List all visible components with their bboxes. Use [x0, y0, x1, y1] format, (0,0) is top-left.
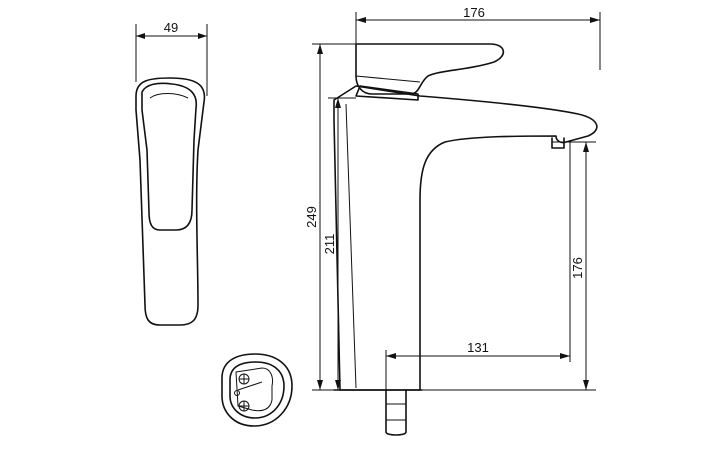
side-view-handle — [141, 82, 198, 231]
front-view-body-spout — [333, 85, 598, 391]
front-view-aerator — [551, 137, 565, 149]
dim-label-side-width: 49 — [164, 20, 178, 35]
top-view-mount-plate — [235, 367, 273, 412]
side-view-handle-crease — [149, 93, 189, 99]
dim-label-body-height: 211 — [322, 234, 337, 255]
dimension-side-width: 49 — [135, 20, 208, 96]
dimension-spout-reach: 131 — [385, 142, 571, 390]
front-view-body-shade-line — [345, 103, 357, 389]
side-view-body — [135, 77, 206, 326]
front-view — [333, 43, 598, 436]
dimension-spout-height: 176 — [422, 141, 596, 391]
dim-label-spout-reach: 131 — [467, 340, 489, 355]
top-view-pin — [234, 390, 240, 396]
front-view-lever-crease — [355, 75, 421, 83]
top-view — [221, 353, 293, 427]
dimension-total-height: 249 — [304, 43, 356, 391]
mount-screw-top — [238, 373, 250, 385]
front-view-lever — [355, 43, 505, 95]
dim-label-total-height: 249 — [304, 206, 319, 228]
front-view-collar — [355, 85, 419, 101]
dim-label-spout-height: 176 — [570, 257, 585, 279]
top-view-base-inner — [229, 361, 285, 419]
dimension-total-depth: 176 — [355, 5, 601, 70]
mount-screw-bottom — [238, 400, 250, 412]
top-view-base-outer — [221, 353, 293, 427]
top-view-slot-line — [237, 381, 263, 391]
side-view: 49 — [135, 20, 208, 326]
dimension-body-height: 211 — [322, 97, 356, 390]
front-view-supply-tail — [385, 389, 407, 436]
dim-label-total-depth: 176 — [463, 5, 485, 20]
